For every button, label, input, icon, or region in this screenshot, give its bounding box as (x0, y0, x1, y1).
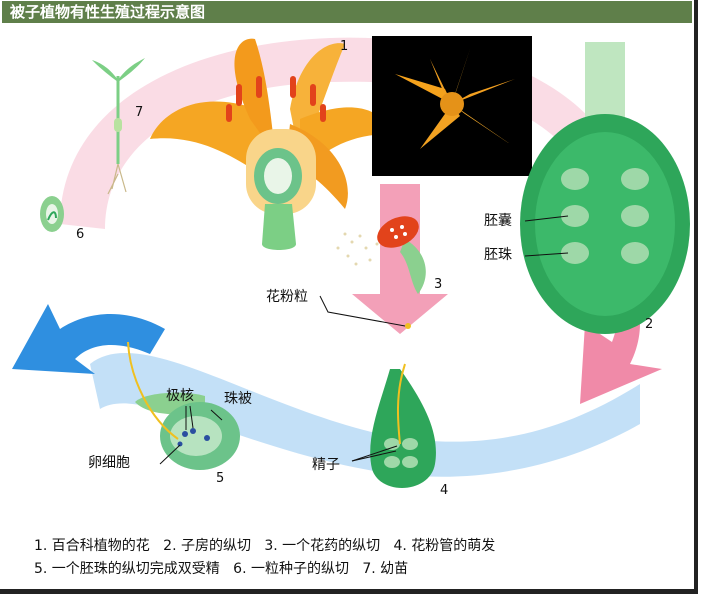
pollen-icon (336, 232, 411, 329)
blue-cycle-band (90, 353, 640, 477)
diagram-canvas (12, 36, 690, 488)
ovary-section-icon (520, 42, 690, 334)
pink-arrow-down (352, 184, 448, 334)
label-pollen: 花粉粒 (266, 289, 308, 305)
label-embryo-sac: 胚囊 (484, 213, 512, 229)
stage-number-7: 7 (135, 105, 144, 120)
title-bar: 被子植物有性生殖过程示意图 (2, 1, 692, 23)
stage-number-1: 1 (340, 39, 349, 54)
seed-icon (40, 196, 64, 232)
blue-arrow-left (12, 304, 165, 374)
legend-line-1: 1. 百合科植物的花 2. 子房的纵切 3. 一个花药的纵切 4. 花粉管的萌发 (34, 538, 496, 554)
figure-title: 被子植物有性生殖过程示意图 (10, 3, 206, 21)
stage-number-5: 5 (216, 471, 225, 486)
label-polar-nuclei: 极核 (166, 388, 194, 404)
lily-photo-icon (372, 36, 532, 176)
label-egg-cell: 卵细胞 (88, 455, 130, 471)
ovule-section-icon (127, 341, 240, 470)
lily-flower-icon (150, 38, 392, 250)
stage-number-2: 2 (645, 317, 654, 332)
legend-line-2: 5. 一个胚珠的纵切完成双受精 6. 一粒种子的纵切 7. 幼苗 (34, 561, 409, 577)
label-ovule: 胚珠 (484, 247, 512, 263)
seedling-icon (92, 58, 145, 195)
label-sperm: 精子 (312, 457, 340, 473)
label-integument: 珠被 (224, 391, 252, 407)
stage-number-4: 4 (440, 483, 449, 498)
stage-number-3: 3 (434, 277, 443, 292)
pollen-tube-icon (351, 363, 436, 488)
stage-number-6: 6 (76, 227, 85, 242)
pollen-leader-line (319, 295, 406, 327)
anther-icon (377, 216, 426, 294)
